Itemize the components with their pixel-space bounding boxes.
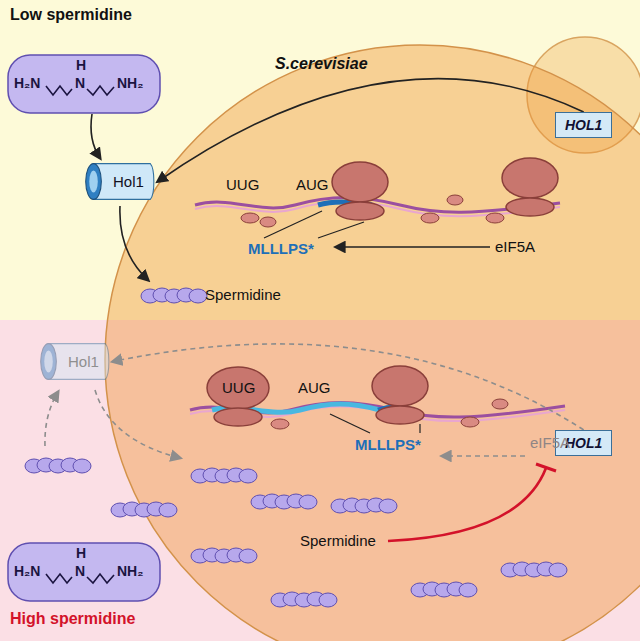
uptake-arrow bbox=[91, 114, 100, 158]
leader-line bbox=[419, 424, 420, 433]
formula-atom: N bbox=[75, 563, 85, 579]
formula-atom: H bbox=[76, 545, 86, 561]
eif5a-arrow bbox=[442, 455, 525, 457]
peptide-sequence: MLLLPS* bbox=[355, 436, 421, 453]
annotation-label: eIF5A bbox=[495, 238, 535, 255]
peptide-sequence: MLLLPS* bbox=[248, 240, 314, 257]
condition-panel: High spermidine Hol1 bbox=[0, 320, 640, 641]
uptake-arrow bbox=[45, 392, 58, 446]
transporter: Hol1 bbox=[85, 162, 156, 201]
protein-name: Hol1 bbox=[68, 353, 99, 370]
formula-atom: NH₂ bbox=[117, 75, 143, 91]
panel-title: S.cerevisiae bbox=[275, 55, 368, 73]
protein-name: Hol1 bbox=[113, 173, 144, 190]
formula-atom: H bbox=[76, 57, 86, 73]
annotation-label: UUG bbox=[226, 176, 259, 193]
eif5a-arrow bbox=[336, 246, 490, 248]
formula-atom: H₂N bbox=[14, 563, 40, 579]
spermidine-blob bbox=[141, 288, 207, 303]
leader-line bbox=[264, 211, 322, 238]
yeast-cell bbox=[105, 45, 640, 641]
uptake-arrow bbox=[95, 390, 180, 458]
condition-panel: Low spermidineHol1 bbox=[0, 0, 640, 320]
expression-arrow bbox=[158, 79, 584, 182]
spermidine-molecule bbox=[8, 543, 160, 601]
gene-name: HOL1 bbox=[565, 435, 602, 451]
spermidine-blob bbox=[25, 458, 567, 607]
leader-line bbox=[330, 414, 370, 433]
formula-atom: H₂N bbox=[14, 75, 40, 91]
annotation-label: AUG bbox=[298, 379, 331, 396]
annotation-label: Spermidine bbox=[205, 286, 281, 303]
gene-box: HOL1 bbox=[555, 112, 612, 138]
annotation-label: AUG bbox=[296, 176, 329, 193]
gene-name: HOL1 bbox=[565, 117, 602, 133]
spermidine-molecule bbox=[8, 55, 160, 113]
annotation-label: Spermidine bbox=[300, 532, 376, 549]
inhibition-line bbox=[388, 468, 546, 541]
panel-title: Low spermidine bbox=[10, 6, 132, 24]
leader-line bbox=[318, 222, 364, 238]
annotation-label: UUG bbox=[222, 379, 255, 396]
panel-title: High spermidine bbox=[10, 610, 135, 628]
inhibition-bar bbox=[536, 464, 556, 471]
yeast-cell-label: S.cerevisiaeHOL1HOL1 bbox=[105, 45, 640, 641]
annotation-label: eIF5A bbox=[530, 434, 570, 451]
formula-atom: N bbox=[75, 75, 85, 91]
ribosome bbox=[332, 158, 558, 220]
transporter: Hol1 bbox=[40, 342, 111, 381]
ribosome bbox=[207, 366, 428, 426]
formula-atom: NH₂ bbox=[117, 563, 143, 579]
uptake-arrow bbox=[120, 206, 148, 280]
expression-arrow bbox=[113, 344, 584, 430]
